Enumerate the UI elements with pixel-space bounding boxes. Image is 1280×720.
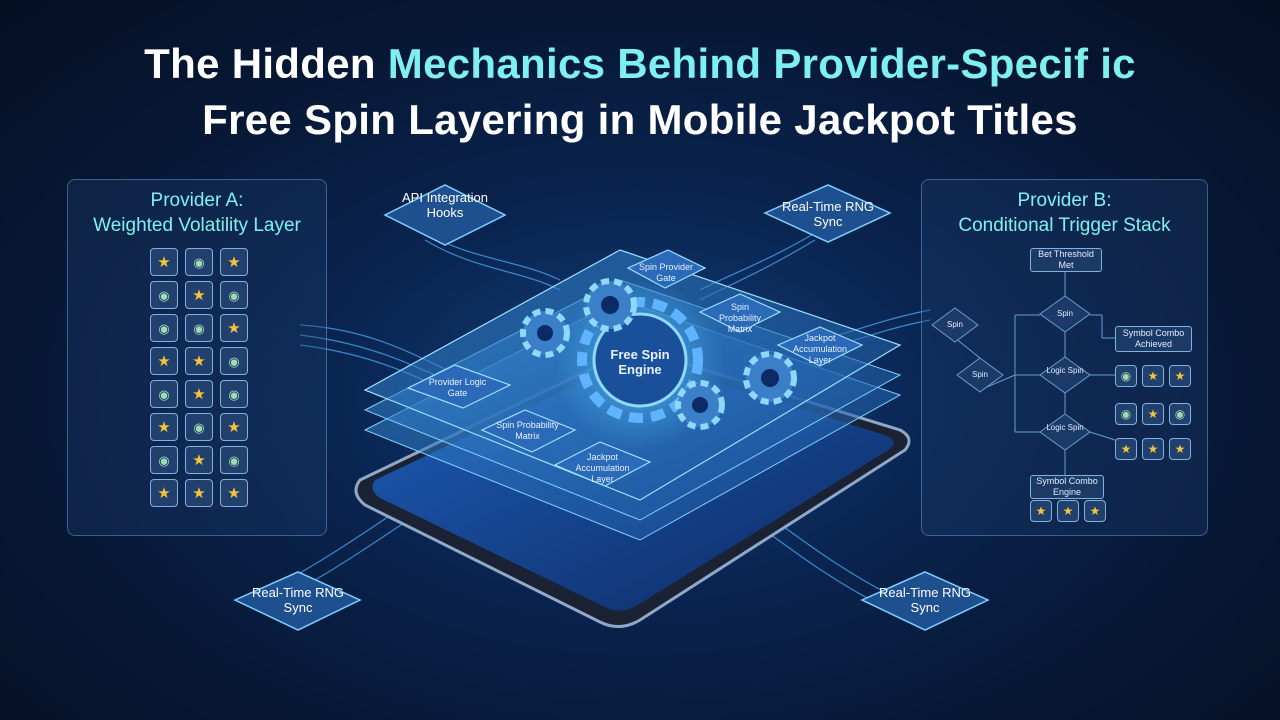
symbol-row: ◉★◉: [150, 446, 255, 474]
symbol-row: ★◉★: [150, 248, 255, 276]
star-icon: ★: [220, 413, 248, 441]
coin-icon: ◉: [150, 380, 178, 408]
star-icon: ★: [185, 446, 213, 474]
star-icon: ★: [1142, 365, 1164, 387]
free-spin-engine-label: Free Spin Engine: [610, 347, 670, 377]
diamond-spin-1-label: Spin: [946, 320, 963, 329]
flowchart-diamonds: [931, 295, 1091, 451]
star-icon: ★: [1030, 500, 1052, 522]
star-icon: ★: [220, 479, 248, 507]
symbol-combo-engine-row: ★ ★ ★: [1030, 500, 1111, 522]
star-icon: ★: [150, 347, 178, 375]
title-line2: Free Spin Layering in Mobile Jackpot Tit…: [202, 96, 1078, 143]
star-icon: ★: [150, 248, 178, 276]
symbol-row: ◉★◉: [150, 281, 255, 309]
star-icon: ★: [1115, 438, 1137, 460]
star-icon: ★: [185, 380, 213, 408]
coin-icon: ◉: [150, 281, 178, 309]
star-icon: ★: [1142, 403, 1164, 425]
star-icon: ★: [1142, 438, 1164, 460]
provider-a-title-line2: Weighted Volatility Layer: [93, 215, 301, 236]
api-integration-hooks-label: API Integration Hooks: [402, 190, 488, 220]
page-title: The Hidden Mechanics Behind Provider-Spe…: [0, 36, 1280, 148]
title-line1-highlight: Mechanics Behind Provider-Specif ic: [387, 40, 1136, 87]
diamond-logic-spin-1-label: Logic Spin: [1046, 366, 1084, 375]
coin-icon: ◉: [185, 413, 213, 441]
coin-icon: ◉: [1115, 365, 1137, 387]
symbol-row: ★★★: [150, 479, 255, 507]
rng-sync-bottom-right-tile: [860, 571, 990, 631]
gear-small-4-icon: [743, 351, 797, 405]
coin-icon: ◉: [185, 314, 213, 342]
symbol-combo-row-1: ◉ ★ ★: [1115, 365, 1196, 387]
spin-probability-matrix-top-label: Spin Probability Matrix: [718, 302, 762, 334]
coin-icon: ◉: [1169, 403, 1191, 425]
gear-small-2-icon: [520, 308, 570, 358]
spin-probability-matrix-bottom-label: Spin Probability Matrix: [496, 420, 559, 441]
star-icon: ★: [220, 248, 248, 276]
provider-a-panel: Provider A: Weighted Volatility Layer ★◉…: [67, 179, 327, 536]
iso-modules: [406, 249, 864, 487]
gear-icons: [520, 278, 797, 450]
star-icon: ★: [185, 479, 213, 507]
symbol-row: ★★◉: [150, 347, 255, 375]
symbol-grid: ★◉★◉★◉◉◉★★★◉◉★◉★◉★◉★◉★★★: [150, 248, 255, 512]
provider-b-title: Provider B: Conditional Trigger Stack: [922, 188, 1207, 238]
coin-icon: ◉: [150, 314, 178, 342]
star-icon: ★: [185, 347, 213, 375]
main-gear-icon: [577, 297, 703, 423]
bet-threshold-box: Bet Threshold Met: [1030, 248, 1102, 272]
symbol-row: ◉◉★: [150, 314, 255, 342]
symbol-combo-achieved-box: Symbol Combo Achieved: [1115, 326, 1192, 352]
coin-icon: ◉: [1115, 403, 1137, 425]
title-line1-part1: The Hidden: [144, 40, 388, 87]
provider-b-title-line1: Provider B:: [1017, 190, 1112, 211]
star-icon: ★: [150, 479, 178, 507]
provider-logic-gate-label: Provider Logic Gate: [428, 377, 487, 398]
label-tiles: [233, 184, 990, 631]
star-icon: ★: [1084, 500, 1106, 522]
provider-a-title-line1: Provider A:: [150, 190, 244, 211]
coin-icon: ◉: [150, 446, 178, 474]
jackpot-accumulation-top-label: Jackpot Accumulation Layer: [792, 333, 848, 365]
flowchart-lines: [954, 270, 1116, 475]
symbol-row: ◉★◉: [150, 380, 255, 408]
diamond-logic-spin-2-label: Logic Spin: [1046, 423, 1084, 432]
api-hooks-tile: [383, 184, 507, 246]
symbol-row: ★◉★: [150, 413, 255, 441]
coin-icon: ◉: [220, 380, 248, 408]
rng-sync-top-tile: [763, 184, 892, 243]
provider-a-title: Provider A: Weighted Volatility Layer: [68, 188, 326, 238]
star-icon: ★: [1057, 500, 1079, 522]
star-icon: ★: [185, 281, 213, 309]
symbol-combo-row-2: ◉ ★ ◉: [1115, 403, 1196, 425]
star-icon: ★: [1169, 438, 1191, 460]
rng-sync-bottom-right-label: Real-Time RNG Sync: [879, 585, 971, 615]
jackpot-accumulation-bottom-label: Jackpot Accumulation Layer: [575, 452, 630, 484]
rng-sync-bottom-left-label: Real-Time RNG Sync: [252, 585, 344, 615]
rng-sync-top-label: Real-Time RNG Sync: [782, 199, 874, 229]
coin-icon: ◉: [220, 281, 248, 309]
provider-b-title-line2: Conditional Trigger Stack: [958, 215, 1171, 236]
coin-icon: ◉: [185, 248, 213, 276]
diamond-spin-2-label: Spin: [971, 370, 988, 379]
diamond-spin-3-label: Spin: [1056, 309, 1073, 318]
symbol-combo-engine-box: Symbol Combo Engine: [1030, 475, 1104, 499]
spin-provider-gate-label: Spin Provider Gate: [638, 262, 694, 283]
star-icon: ★: [1169, 365, 1191, 387]
star-icon: ★: [220, 314, 248, 342]
coin-icon: ◉: [220, 446, 248, 474]
rng-sync-bottom-left-tile: [233, 571, 362, 631]
symbol-combo-row-3: ★ ★ ★: [1115, 438, 1196, 460]
coin-icon: ◉: [220, 347, 248, 375]
gear-small-3-icon: [675, 380, 725, 430]
star-icon: ★: [150, 413, 178, 441]
gear-small-1-icon: [583, 278, 637, 332]
